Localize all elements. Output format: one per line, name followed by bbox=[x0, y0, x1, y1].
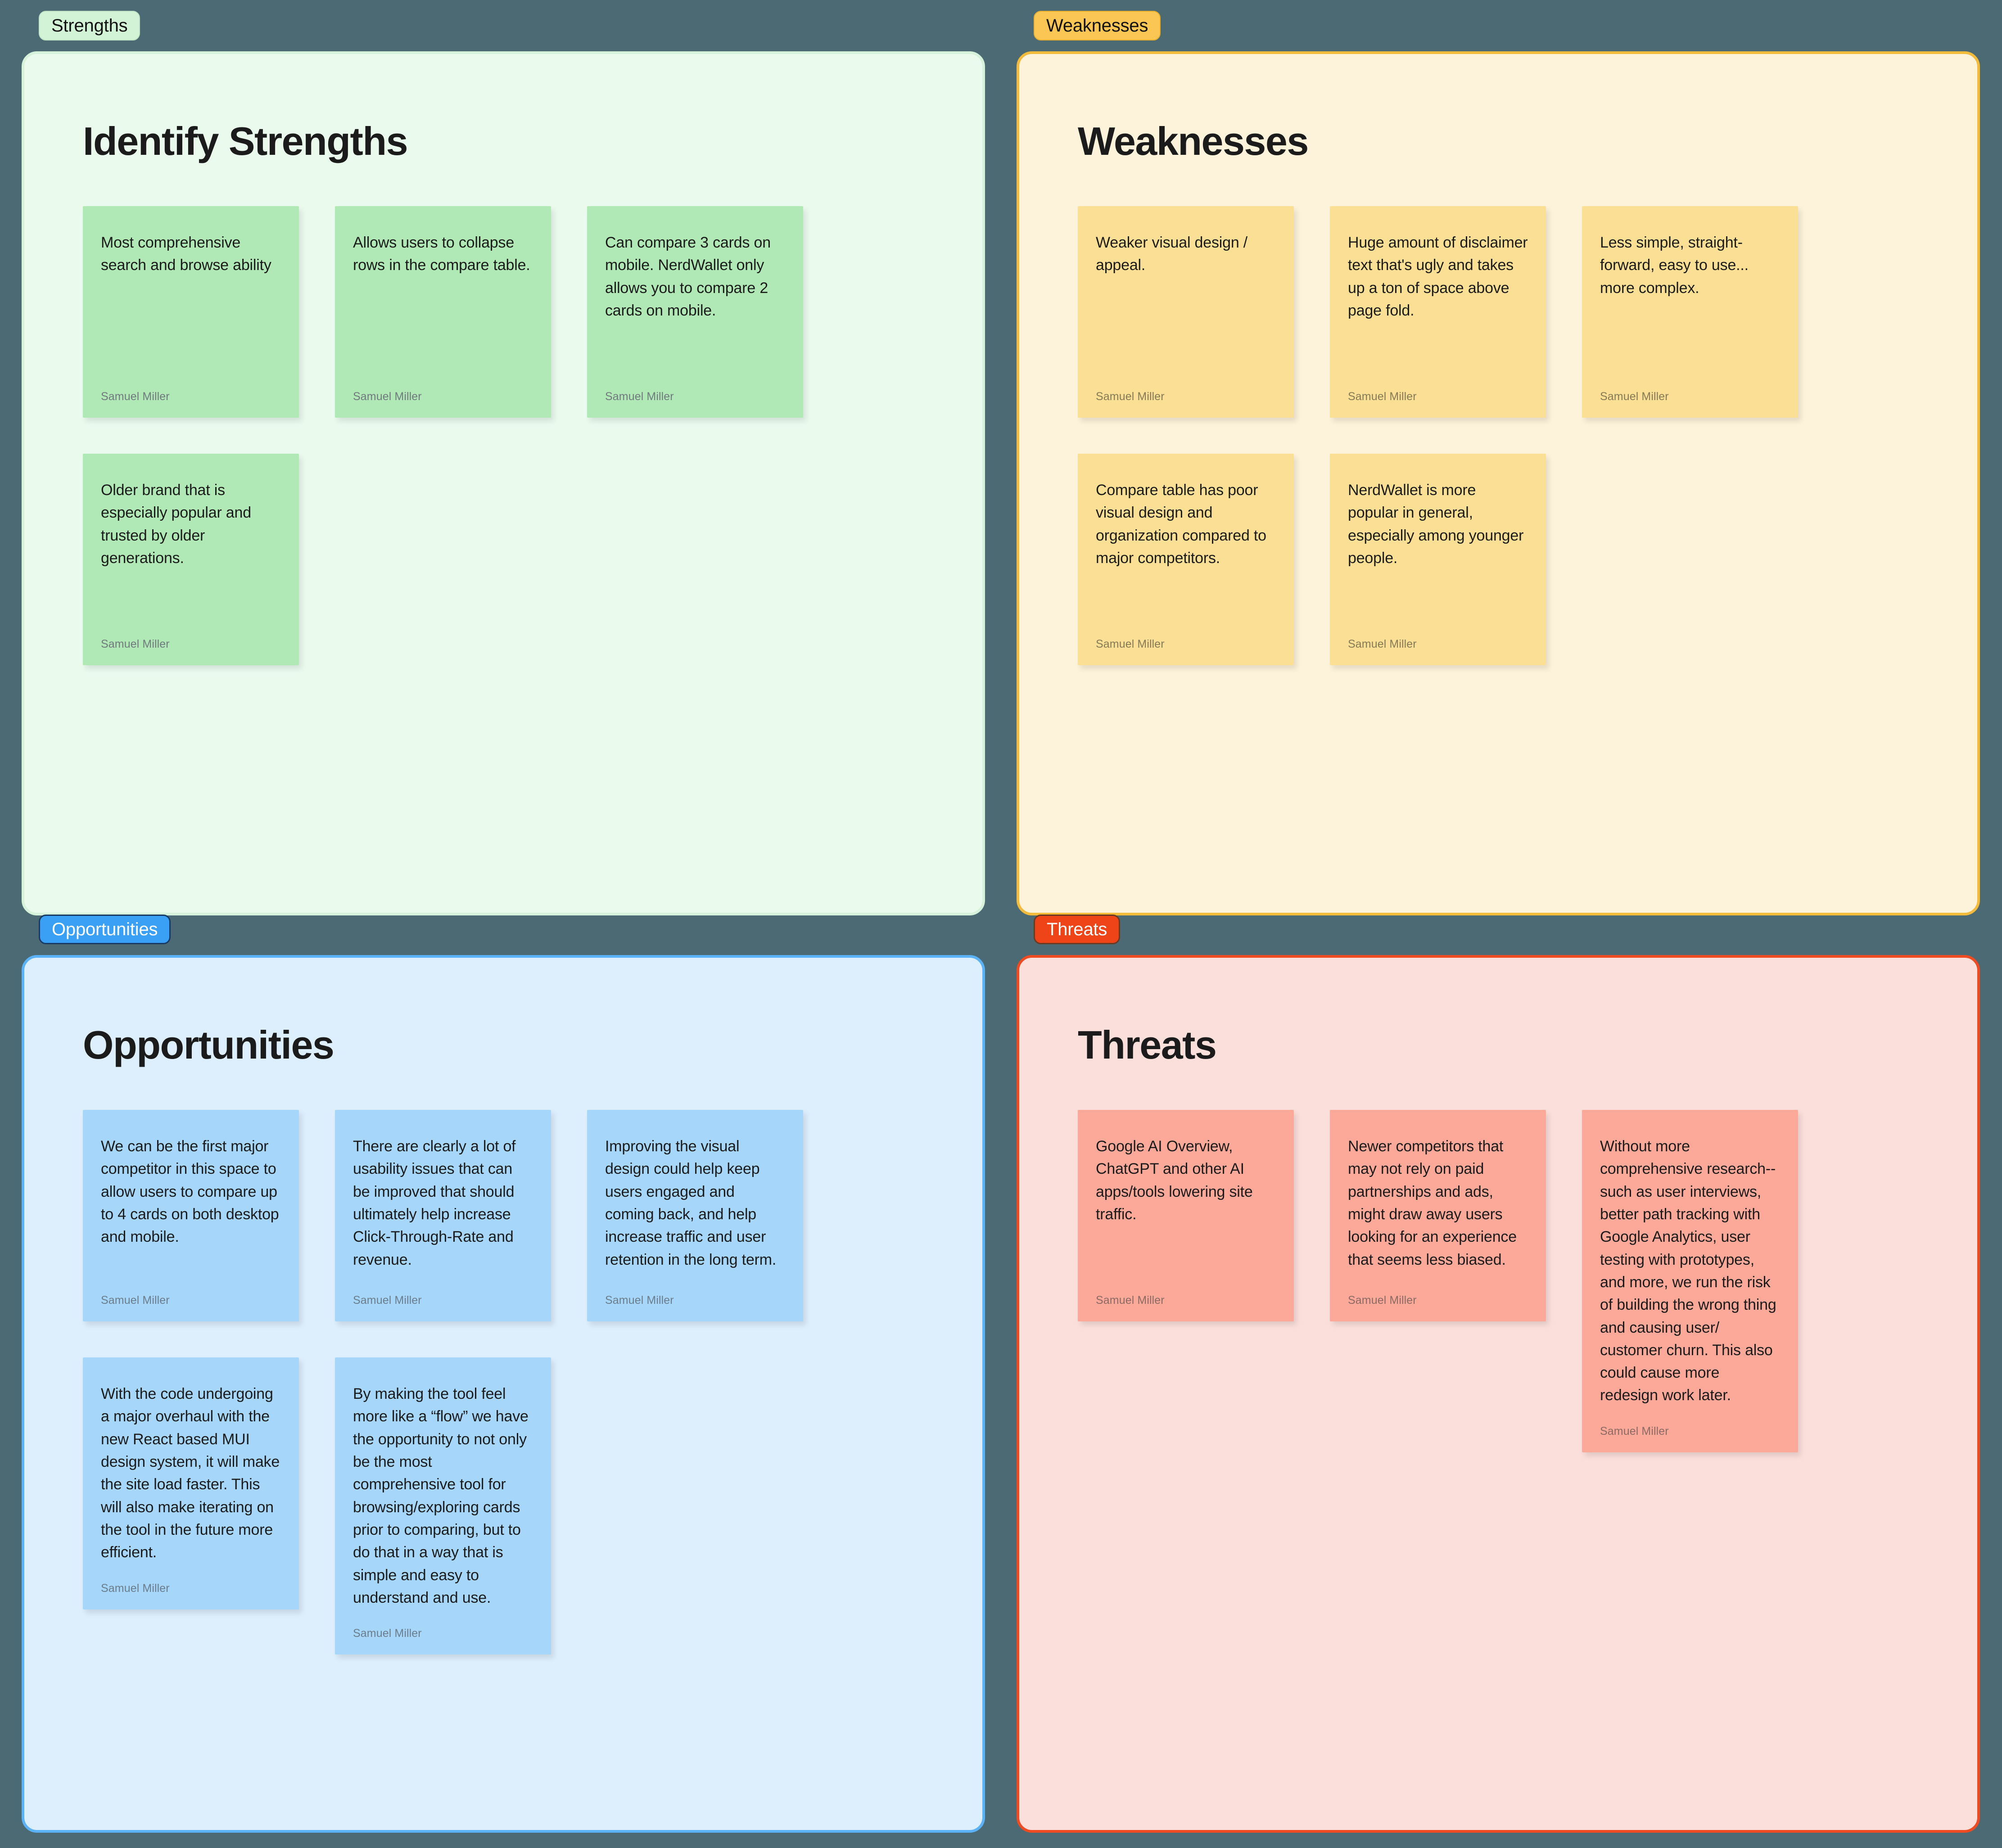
sticky-note[interactable]: Improving the visual design could help k… bbox=[587, 1110, 803, 1321]
sticky-note[interactable]: There are clearly a lot of usability iss… bbox=[335, 1110, 551, 1321]
sticky-note-text: Newer competitors that may not rely on p… bbox=[1348, 1138, 1517, 1268]
sticky-note[interactable]: Newer competitors that may not rely on p… bbox=[1330, 1110, 1546, 1321]
sticky-note-text: Improving the visual design could help k… bbox=[605, 1138, 777, 1268]
sticky-note-author: Samuel Miller bbox=[1096, 390, 1165, 403]
sticky-note[interactable]: Most comprehensive search and browse abi… bbox=[83, 206, 299, 418]
sticky-note-author: Samuel Miller bbox=[101, 1294, 170, 1307]
sticky-note-author: Samuel Miller bbox=[1600, 390, 1669, 403]
sticky-note[interactable]: Allows users to collapse rows in the com… bbox=[335, 206, 551, 418]
sticky-note-author: Samuel Miller bbox=[101, 1582, 170, 1595]
sticky-note[interactable]: Google AI Overview, ChatGPT and other AI… bbox=[1078, 1110, 1294, 1321]
sticky-note-author: Samuel Miller bbox=[101, 638, 170, 650]
quadrant-tab-weaknesses[interactable]: Weaknesses bbox=[1034, 11, 1161, 41]
sticky-note-author: Samuel Miller bbox=[353, 1294, 422, 1307]
sticky-note-list: Weaker visual design / appeal. Samuel Mi… bbox=[1078, 206, 1919, 665]
sticky-note-text: Can compare 3 cards on mobile. NerdWalle… bbox=[605, 234, 771, 319]
sticky-note[interactable]: Older brand that is especially popular a… bbox=[83, 454, 299, 665]
quadrant-panel-strengths: Identify Strengths Most comprehensive se… bbox=[22, 51, 985, 915]
sticky-note-author: Samuel Miller bbox=[1096, 638, 1165, 650]
quadrant-tab-label: Strengths bbox=[51, 16, 128, 36]
quadrant-opportunities: Opportunities Opportunities We can be th… bbox=[22, 915, 985, 1833]
sticky-note[interactable]: Can compare 3 cards on mobile. NerdWalle… bbox=[587, 206, 803, 418]
sticky-note-text: NerdWallet is more popular in general, e… bbox=[1348, 482, 1524, 567]
sticky-note[interactable]: Huge amount of disclaimer text that's ug… bbox=[1330, 206, 1546, 418]
sticky-note-author: Samuel Miller bbox=[1096, 1294, 1165, 1307]
sticky-note-text: Compare table has poor visual design and… bbox=[1096, 482, 1266, 567]
quadrant-threats: Threats Threats Google AI Overview, Chat… bbox=[1017, 915, 1980, 1833]
quadrant-panel-opportunities: Opportunities We can be the first major … bbox=[22, 955, 985, 1833]
sticky-note-text: There are clearly a lot of usability iss… bbox=[353, 1138, 516, 1268]
sticky-note-author: Samuel Miller bbox=[605, 1294, 674, 1307]
quadrant-tab-threats[interactable]: Threats bbox=[1034, 915, 1121, 944]
sticky-note-author: Samuel Miller bbox=[353, 390, 422, 403]
sticky-note-author: Samuel Miller bbox=[1348, 638, 1417, 650]
sticky-note-author: Samuel Miller bbox=[101, 390, 170, 403]
sticky-note-text: Google AI Overview, ChatGPT and other AI… bbox=[1096, 1138, 1253, 1223]
quadrant-weaknesses: Weaknesses Weaknesses Weaker visual desi… bbox=[1017, 11, 1980, 915]
quadrant-tab-strengths[interactable]: Strengths bbox=[39, 11, 140, 41]
sticky-note[interactable]: Weaker visual design / appeal. Samuel Mi… bbox=[1078, 206, 1294, 418]
quadrant-panel-weaknesses: Weaknesses Weaker visual design / appeal… bbox=[1017, 51, 1980, 915]
sticky-note-author: Samuel Miller bbox=[605, 390, 674, 403]
sticky-note[interactable]: With the code undergoing a major overhau… bbox=[83, 1357, 299, 1609]
sticky-note-author: Samuel Miller bbox=[1348, 390, 1417, 403]
page-title: Threats bbox=[1078, 1023, 1217, 1067]
quadrant-strengths: Strengths Identify Strengths Most compre… bbox=[22, 11, 985, 915]
sticky-note-text: Older brand that is especially popular a… bbox=[101, 482, 251, 567]
sticky-note-list: Google AI Overview, ChatGPT and other AI… bbox=[1078, 1110, 1919, 1452]
sticky-note-author: Samuel Miller bbox=[1348, 1294, 1417, 1307]
sticky-note-author: Samuel Miller bbox=[1600, 1424, 1669, 1438]
quadrant-tab-label: Weaknesses bbox=[1046, 16, 1148, 36]
sticky-note-list: Most comprehensive search and browse abi… bbox=[83, 206, 924, 665]
sticky-note-author: Samuel Miller bbox=[353, 1627, 422, 1640]
sticky-note-text: Allows users to collapse rows in the com… bbox=[353, 234, 530, 274]
quadrant-tab-label: Opportunities bbox=[52, 919, 158, 939]
sticky-note[interactable]: Less simple, straight-forward, easy to u… bbox=[1582, 206, 1798, 418]
sticky-note-text: Huge amount of disclaimer text that's ug… bbox=[1348, 234, 1528, 319]
page-title: Opportunities bbox=[83, 1023, 334, 1067]
sticky-note-text: By making the tool feel more like a “flo… bbox=[353, 1385, 529, 1606]
sticky-note-text: Less simple, straight-forward, easy to u… bbox=[1600, 234, 1749, 297]
quadrant-tab-opportunities[interactable]: Opportunities bbox=[39, 915, 171, 944]
sticky-note[interactable]: We can be the first major competitor in … bbox=[83, 1110, 299, 1321]
sticky-note-text: We can be the first major competitor in … bbox=[101, 1138, 279, 1246]
sticky-note[interactable]: NerdWallet is more popular in general, e… bbox=[1330, 454, 1546, 665]
sticky-note-text: Weaker visual design / appeal. bbox=[1096, 234, 1248, 274]
sticky-note-text: Without more comprehensive research-- su… bbox=[1600, 1138, 1776, 1404]
sticky-note-text: With the code undergoing a major overhau… bbox=[101, 1385, 280, 1561]
sticky-note[interactable]: Without more comprehensive research-- su… bbox=[1582, 1110, 1798, 1452]
quadrant-panel-threats: Threats Google AI Overview, ChatGPT and … bbox=[1017, 955, 1980, 1833]
sticky-note[interactable]: By making the tool feel more like a “flo… bbox=[335, 1357, 551, 1655]
page-title: Weaknesses bbox=[1078, 119, 1309, 163]
sticky-note-list: We can be the first major competitor in … bbox=[83, 1110, 924, 1655]
page-title: Identify Strengths bbox=[83, 119, 408, 163]
sticky-note-text: Most comprehensive search and browse abi… bbox=[101, 234, 271, 274]
sticky-note[interactable]: Compare table has poor visual design and… bbox=[1078, 454, 1294, 665]
quadrant-tab-label: Threats bbox=[1047, 919, 1107, 939]
